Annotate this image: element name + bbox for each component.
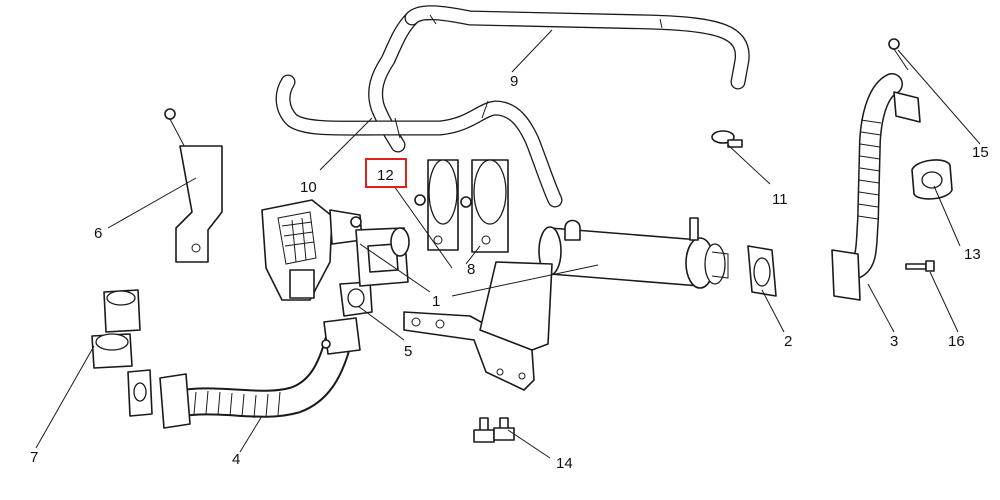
egr-flange-manifold [355,227,410,287]
callout-9: 9 [510,73,518,90]
callout-8: 8 [467,261,475,278]
highlight-box [365,158,407,188]
pipe-clamp-12 [427,159,459,251]
egr-cooler [538,217,729,289]
egr-valve-actuator [261,199,363,301]
callout-4: 4 [232,451,240,468]
callout-7: 7 [30,449,38,466]
callout-13: 13 [964,246,981,263]
bolt-16 [905,260,935,272]
pipe-clamp-8 [414,159,509,253]
callout-15: 15 [972,144,989,161]
flange-gasket-13 [911,159,953,200]
callout-2: 2 [784,333,792,350]
callout-11: 11 [772,191,788,208]
callout-1: 1 [432,293,440,310]
callout-14: 14 [556,455,573,472]
bolts-14 [473,417,515,443]
flange-gasket-5 [339,281,373,317]
callout-5: 5 [404,343,412,360]
callout-3: 3 [890,333,898,350]
callout-6: 6 [94,225,102,242]
inlet-flex-pipe [127,317,361,429]
callout-labels: 1 2 3 4 5 6 7 8 9 10 11 12 13 14 15 16 [30,73,989,472]
support-block-7 [91,289,141,369]
callout-12: 12 [377,167,394,184]
leader-lines [35,29,981,459]
mounting-bracket [403,261,553,391]
callout-10: 10 [300,179,317,196]
bracket-6 [164,108,223,263]
outlet-flex-pipe [831,73,921,301]
lower-coolant-hose [275,74,563,208]
gasket-2 [747,245,777,297]
bolt-15 [888,38,909,71]
callout-16: 16 [948,333,965,350]
hose-clamp-11 [711,130,743,148]
